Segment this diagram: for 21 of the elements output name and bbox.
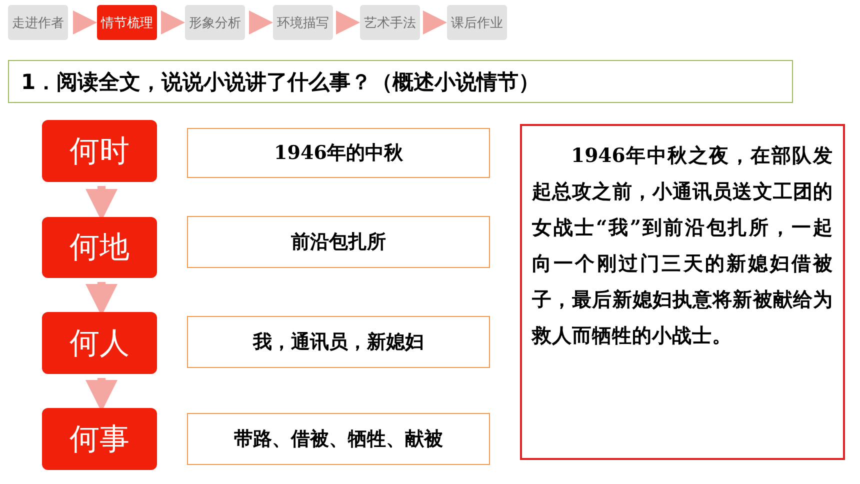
nav-tab: 课后作业 (447, 5, 507, 40)
arrow (161, 10, 185, 34)
question-label: 何人 (42, 312, 157, 374)
arrow (73, 10, 97, 34)
answer-box: 1946年的中秋 (187, 128, 490, 178)
question-label: 何事 (42, 408, 157, 470)
arrow (423, 10, 447, 34)
nav-tab: 情节梳理 (97, 5, 157, 40)
answer-box: 前沿包扎所 (187, 216, 490, 268)
answer-box: 带路、借被、牺牲、献被 (187, 413, 490, 465)
question-label: 何地 (42, 217, 157, 278)
arrow (249, 10, 273, 34)
arrow (336, 10, 360, 34)
answer-box: 我，通讯员，新媳妇 (187, 316, 490, 368)
summary-box: 1946年中秋之夜，在部队发起总攻之前，小通讯员送文工团的女战士“我”到前沿包扎所，一起向一个刚过门三天的新媳妇借被子，最后新媳妇执意将新被献给为救人而牺牲的小战士。 (520, 124, 845, 460)
nav-tab: 艺术手法 (360, 5, 420, 40)
nav-tab: 走进作者 (8, 5, 68, 40)
nav-tab: 环境描写 (273, 5, 333, 40)
question-label: 何时 (42, 120, 157, 182)
question-box: 1．阅读全文，说说小说讲了什么事？（概述小说情节） (8, 60, 793, 103)
nav-tab: 形象分析 (185, 5, 245, 40)
